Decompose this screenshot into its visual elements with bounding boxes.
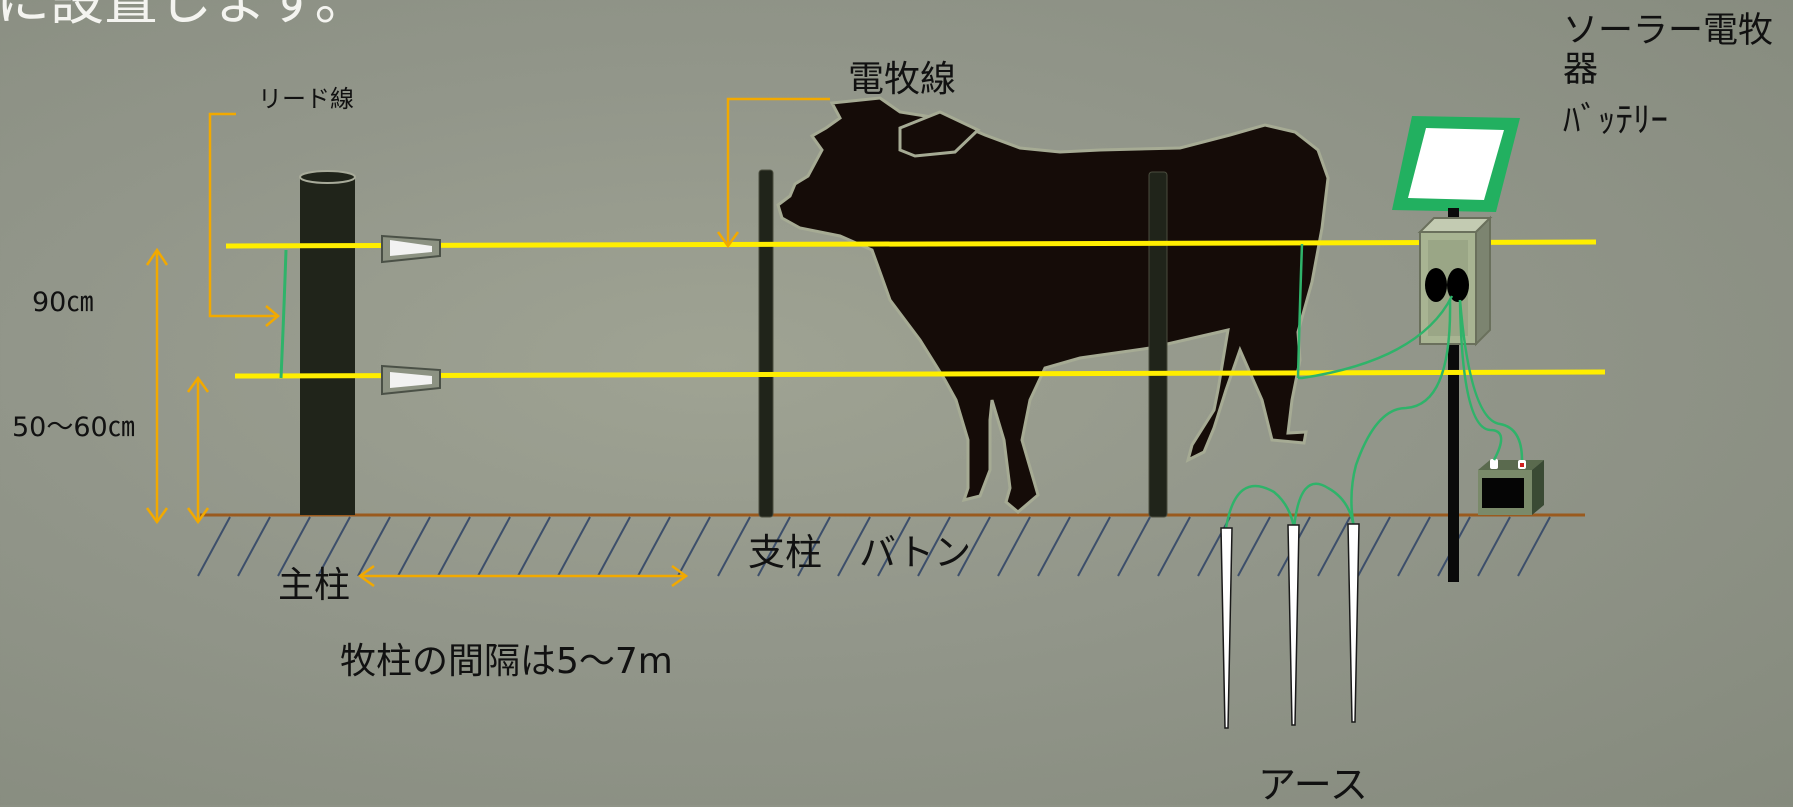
height-dimension-upper [145,247,169,525]
hatch-stroke [397,516,431,577]
hatch-stroke [1077,516,1111,577]
hatch-stroke [1197,516,1231,577]
hatch-stroke [1117,516,1151,577]
fence-wire-lower [234,369,1606,379]
post-spacing-label: 牧柱の間隔は5～7m [340,641,673,682]
hatch-stroke [197,516,231,577]
hatch-stroke [277,516,311,577]
lead-wire-pointer [208,112,280,327]
ground-hatching [197,516,1551,577]
hatch-stroke [1477,516,1511,577]
energizer-wiring [1224,243,1524,529]
hatch-stroke [997,516,1031,577]
hatch-stroke [1357,516,1391,577]
earth-rods [1220,523,1360,729]
lead-wire-main-post [279,249,288,379]
page-title-fragment: に設置します。 [0,0,369,32]
solar-panel [1392,116,1520,226]
earth-rod-2 [1287,524,1300,726]
hatch-stroke [877,516,911,577]
earth-label: アース [1258,763,1368,807]
hatch-stroke [1397,516,1431,577]
energizer-pole [1448,210,1459,582]
hatch-stroke [837,516,871,577]
fence-wire-upper [225,239,1597,249]
electric-fence-wire-label: 電牧線 [848,59,957,100]
fence-wire-pointer [716,97,830,249]
hatch-stroke [357,516,391,577]
earth-rod-3 [1347,523,1360,723]
hatch-stroke [1237,516,1271,577]
height-dimension-lower [186,375,210,525]
hatch-stroke [1317,516,1351,577]
hatch-stroke [957,516,991,577]
hatch-stroke [437,516,471,577]
height-lower-label: 50～60㎝ [12,412,135,443]
post-spacing-arrow [357,564,689,588]
hatch-stroke [557,516,591,577]
hatch-stroke [237,516,271,577]
hatch-stroke [1157,516,1191,577]
hatch-stroke [797,516,831,577]
hatch-stroke [317,516,351,577]
main-post-label: 主柱 [278,565,351,606]
hatch-stroke [757,516,791,577]
lead-wire-label: リード線 [258,85,354,113]
hatch-stroke [637,516,671,577]
earth-rod-1 [1220,527,1233,729]
hatch-stroke [677,516,711,577]
battery [1478,459,1544,515]
hatch-stroke [517,516,551,577]
battery-label: ﾊﾞｯﾃﾘｰ [1563,101,1669,141]
hatch-stroke [1517,516,1551,577]
cow-ear [898,110,981,158]
hatch-stroke [717,516,751,577]
main-post [299,170,356,515]
hatch-stroke [477,516,511,577]
support-post-label: 支柱 バトン [748,531,972,574]
hatch-stroke [597,516,631,577]
solar-energizer-label: ソーラー電牧器 [1563,11,1774,91]
insulator-upper [381,234,441,264]
ground [197,513,1585,577]
hatch-stroke [1037,516,1071,577]
insulator-lower [381,364,441,396]
support-post-1 [758,169,774,518]
support-post-2 [1148,171,1168,518]
cow-silhouette [776,96,1330,514]
hatch-stroke [917,516,951,577]
height-upper-label: 90㎝ [32,287,94,318]
